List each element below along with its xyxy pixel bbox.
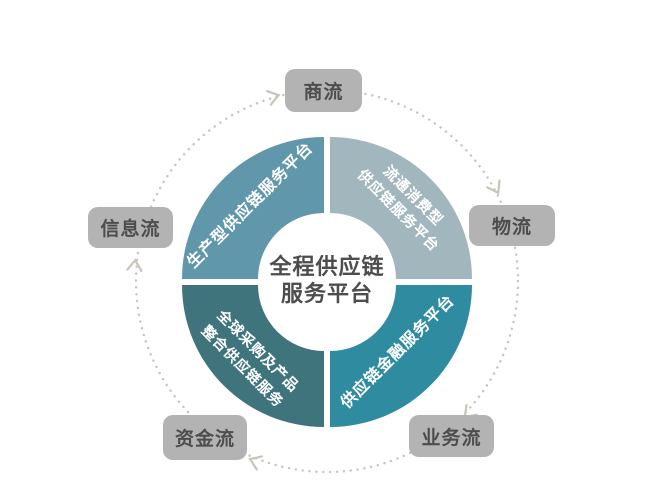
flow-label-business-flow: 商流 [285, 69, 362, 112]
flow-cycle-dotted-circle [134, 88, 520, 474]
flow-arrowhead-to-business-icon [266, 90, 281, 106]
flow-label-capital-flow-text: 资金流 [174, 429, 235, 450]
donut-center-title: 全程供应链 服务平台 [247, 253, 407, 307]
flow-label-operations-flow-text: 业务流 [421, 427, 482, 449]
flow-label-logistics: 物流 [469, 205, 555, 246]
flow-arrowhead-to-capital-icon [248, 455, 263, 471]
segment-production [182, 137, 324, 279]
segment-circulation [330, 137, 472, 279]
segment-global [182, 285, 324, 427]
center-title-line2: 服务平台 [280, 281, 373, 306]
flow-label-logistics-text: 物流 [491, 217, 532, 238]
flow-arrowhead-to-logistics-icon [486, 179, 501, 195]
segment-finance [330, 285, 472, 427]
center-title-line1: 全程供应链 [269, 254, 385, 279]
flow-label-information-flow: 信息流 [88, 207, 173, 248]
flow-label-information-flow-text: 信息流 [100, 219, 161, 240]
flow-label-business-flow-text: 商流 [303, 82, 344, 103]
flow-label-capital-flow: 资金流 [163, 415, 247, 460]
flow-label-operations-flow: 业务流 [409, 415, 494, 457]
flow-arrowhead-to-information-icon [126, 258, 143, 272]
